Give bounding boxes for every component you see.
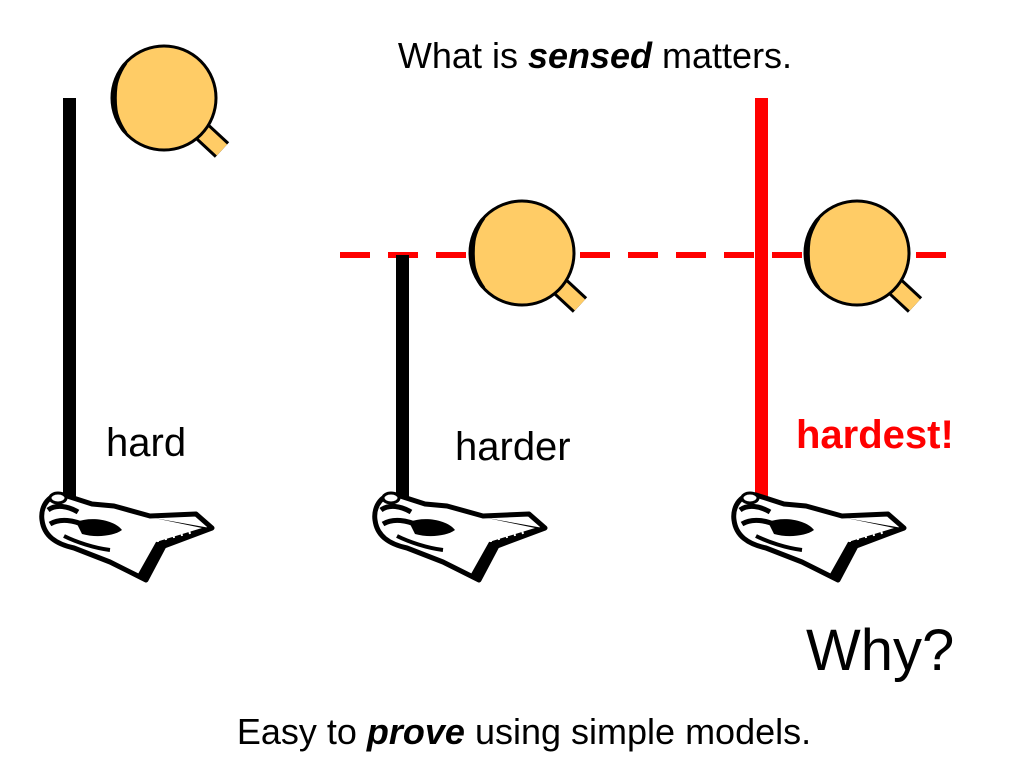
hand-icon — [42, 493, 212, 580]
title-prefix: What is — [397, 35, 528, 76]
eye-icon — [470, 201, 580, 305]
panel-hardest — [734, 98, 915, 580]
label-hardest: hardest! — [796, 413, 954, 457]
hand-icon — [734, 493, 904, 580]
title-emphasis: sensed — [527, 35, 653, 76]
pole — [755, 98, 768, 500]
hand-icon — [375, 493, 545, 580]
label-harder: harder — [455, 425, 571, 469]
footer-emphasis: prove — [366, 711, 465, 752]
question-why: Why? — [806, 618, 955, 683]
pole — [396, 255, 409, 500]
pole — [63, 98, 76, 500]
slide-title: What is sensed matters. — [0, 38, 1024, 74]
label-hard: hard — [106, 421, 187, 465]
panel-hard — [42, 46, 222, 580]
eye-icon — [805, 201, 915, 305]
footer-suffix: using simple models. — [464, 711, 812, 752]
slide-footer: Easy to prove using simple models. — [0, 714, 1024, 750]
panel-harder — [375, 201, 580, 580]
footer-prefix: Easy to — [236, 711, 367, 752]
title-suffix: matters. — [652, 35, 793, 76]
